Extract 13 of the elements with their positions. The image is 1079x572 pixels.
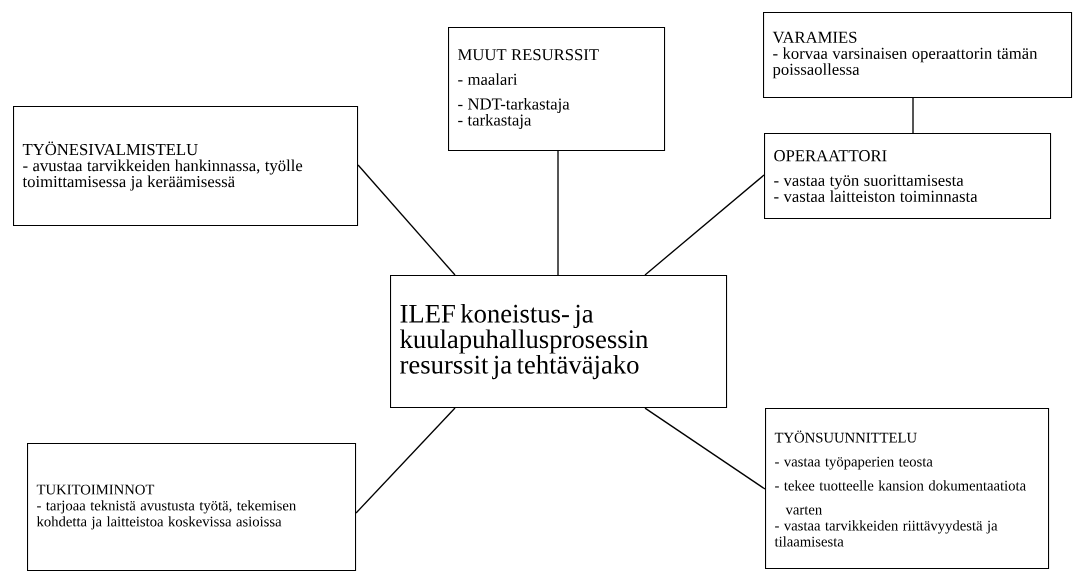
task-box: TYÖNESIVALMISTELU - avustaa tarvikkeiden hankinnassa, työlle toimittamisessa ja keräämisessä xyxy=(13,106,359,227)
connector-line xyxy=(644,407,766,490)
connector-line xyxy=(355,407,456,514)
connector-line xyxy=(644,174,765,276)
connector-line xyxy=(557,150,559,276)
central-box: ILEF koneistus- ja kuulapuhallusprosessin resurssit ja tehtäväjako xyxy=(390,275,728,409)
task-box: OPERAATTORI - vastaa työn suorittamisesta - vastaa laitteiston toiminnasta xyxy=(764,133,1052,220)
connector-line xyxy=(912,97,914,134)
task-box: TYÖNSUUNNITTELU - vastaa työpaperien teosta - tekee tuotteelle kansion dokumentaatiota varten - vastaa tarvikkeiden riittävyydestä ja tilaamisesta xyxy=(765,408,1050,570)
task-box: TUKITOIMINNOT - tarjoaa teknistä avustusta työtä, tekemisen kohdetta ja laitteistoa koskevissa asioissa xyxy=(27,443,357,572)
connector-line xyxy=(357,164,456,276)
task-box: MUUT RESURSSIT - maalari - NDT-tarkastaja - tarkastaja xyxy=(448,27,666,152)
task-box: VARAMIES - korvaa varsinaisen operaattorin tämän poissaollessa xyxy=(763,12,1073,99)
